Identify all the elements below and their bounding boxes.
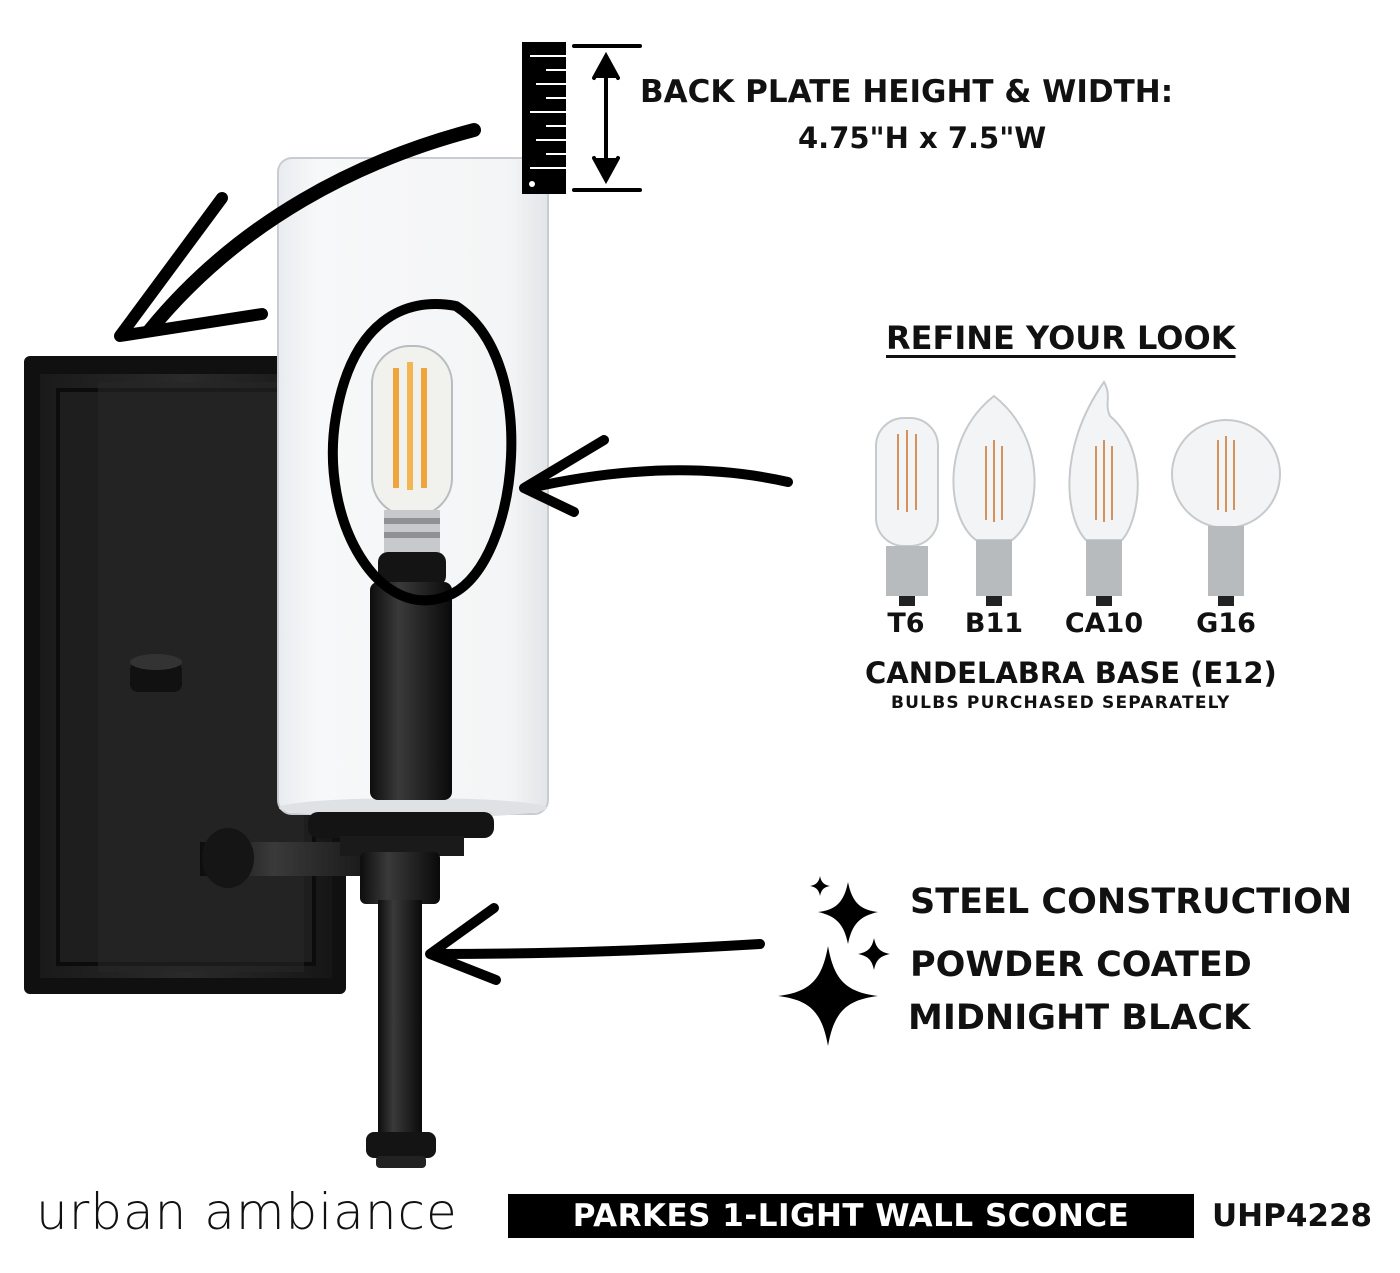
- backplate-dimension-value: 4.75"H x 7.5"W: [798, 121, 1047, 155]
- base-type-note: BULBS PURCHASED SEPARATELY: [891, 693, 1231, 713]
- feature-powder-coated: POWDER COATED: [910, 945, 1252, 985]
- bulb-label-g16: G16: [1196, 608, 1256, 639]
- annotation-circle-bulb: [327, 299, 517, 606]
- bulb-label-b11: B11: [964, 608, 1024, 639]
- refine-heading: REFINE YOUR LOOK: [886, 319, 1236, 357]
- annotation-arrow-backplate: [114, 123, 481, 342]
- bulb-option-b11: [952, 394, 1036, 606]
- annotation-arrow-stem: [425, 903, 765, 985]
- feature-finish: MIDNIGHT BLACK: [908, 998, 1251, 1038]
- bulb-option-t6: [875, 417, 939, 606]
- height-arrow-icon: [572, 44, 642, 192]
- bulb-label-ca10: CA10: [1064, 608, 1144, 639]
- brand-logo: urban ambiance: [36, 1183, 458, 1241]
- candle-sleeve: [308, 552, 494, 1168]
- feature-steel: STEEL CONSTRUCTION: [910, 882, 1353, 922]
- bulb-label-t6: T6: [887, 608, 925, 639]
- base-type-title: CANDELABRA BASE (E12): [865, 656, 1277, 690]
- backplate-dimension-title: BACK PLATE HEIGHT & WIDTH:: [640, 74, 1174, 110]
- ruler-icon: [522, 42, 566, 194]
- bulb-option-ca10: [1068, 380, 1139, 606]
- back-plate: [24, 356, 346, 994]
- product-name-bar: PARKES 1-LIGHT WALL SCONCE: [508, 1194, 1194, 1238]
- annotation-arrow-bulb: [519, 435, 793, 517]
- bulb-option-g16: [1171, 419, 1281, 606]
- tube-bulb: [371, 345, 453, 554]
- sparkle-icon: [778, 876, 890, 1046]
- product-sku: UHP4228: [1212, 1198, 1373, 1234]
